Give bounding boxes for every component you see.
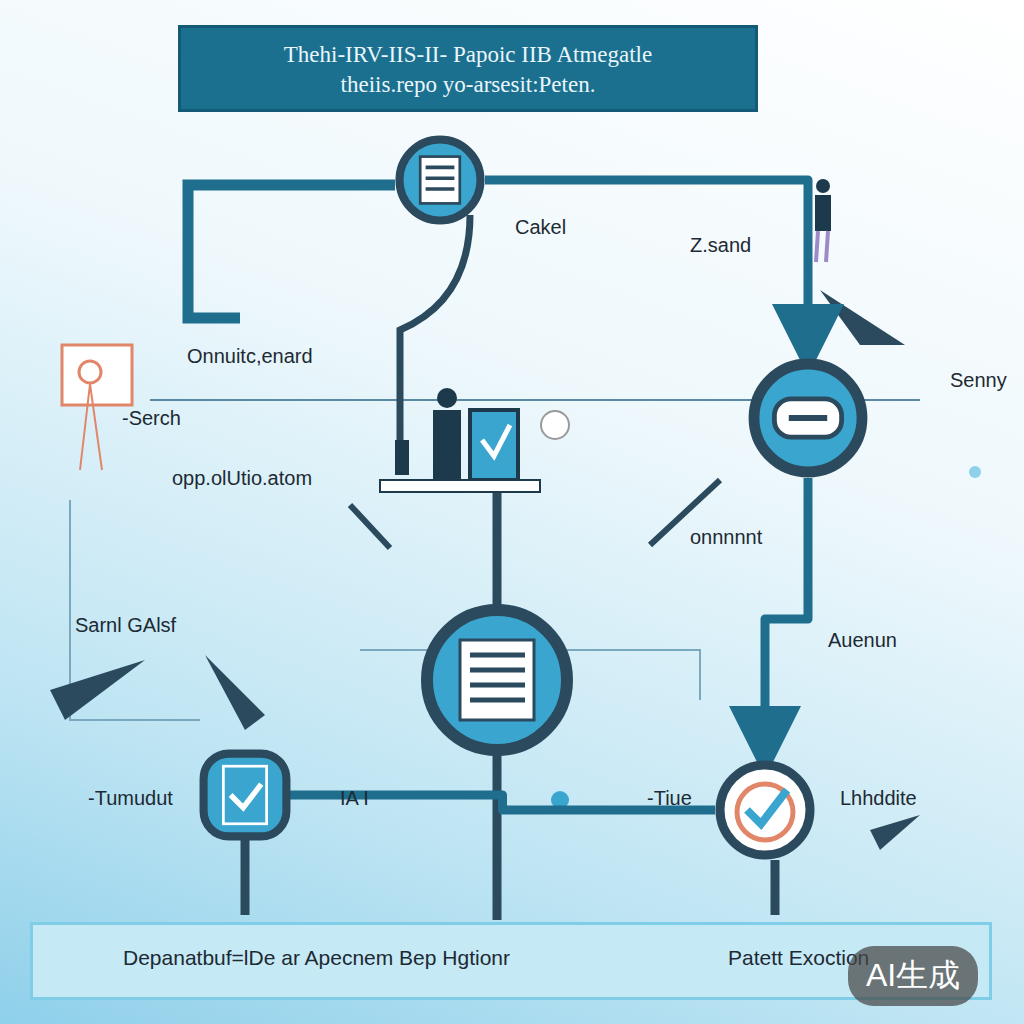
- clipboard-icon: [62, 345, 132, 405]
- figure-stroke: [80, 384, 102, 470]
- node-outline: [754, 364, 862, 472]
- diagram-title: Thehi-IRV-IIS-II- Papoic IIB Atmegatle t…: [178, 25, 758, 112]
- board: [470, 410, 518, 480]
- caption-text: Depanatbuf=lDe ar Apecnem Bep Hgtionr: [123, 946, 510, 970]
- wire: [245, 840, 775, 915]
- desk: [380, 480, 540, 492]
- wire: [188, 185, 395, 318]
- pointer-shape: [820, 290, 905, 345]
- ring: [737, 784, 793, 840]
- circle-outline: [715, 760, 815, 860]
- caption-band: Depanatbuf=lDe ar Apecnem Bep HgtionrPat…: [30, 922, 992, 1000]
- lamp: [541, 411, 569, 439]
- dot: [969, 466, 981, 478]
- watermark: AI生成: [848, 946, 978, 1006]
- check-mark: [231, 784, 262, 807]
- circle-outline: [748, 358, 868, 478]
- process-circle: Senny: [748, 358, 868, 478]
- node-label: -Tumudut: [88, 787, 173, 810]
- dot: [551, 791, 569, 809]
- document-lines: [470, 655, 525, 700]
- circle-outline: [200, 750, 290, 840]
- connector: [765, 478, 808, 760]
- node-label: Senny: [950, 369, 1007, 392]
- process-circle: -Tiue: [715, 760, 815, 860]
- node-outline: [400, 140, 481, 221]
- process-circle: Cakel: [395, 135, 485, 225]
- circle-outline: [395, 135, 485, 225]
- person-head: [437, 388, 457, 408]
- document-circle: [427, 610, 567, 750]
- text-label: opp.olUtio.atom: [172, 467, 312, 490]
- text-label: Sarnl GAlsf: [75, 614, 176, 637]
- text-label: Auenun: [828, 629, 897, 652]
- process-circle: -Tumudut: [200, 750, 290, 840]
- check-mark: [747, 790, 787, 824]
- list-lines: [426, 167, 455, 189]
- text-label: Onnuitc,enard: [187, 345, 313, 368]
- document-icon: [460, 640, 534, 720]
- text-label: -Serch: [122, 407, 181, 430]
- connector: [485, 180, 808, 358]
- text-label: Z.sand: [690, 234, 751, 257]
- text-label: IA I: [340, 787, 369, 810]
- clipboard-icon: [223, 766, 266, 824]
- node-outline: [720, 765, 810, 855]
- node-label: Cakel: [515, 216, 566, 239]
- scan-icon: [774, 399, 841, 437]
- person-legs: [816, 231, 828, 262]
- stroke: [350, 505, 390, 548]
- pointer-shape: [870, 815, 920, 850]
- text-label: Lhhddite: [840, 787, 917, 810]
- person: [395, 440, 409, 475]
- clipboard-icon: [79, 361, 101, 383]
- person: [433, 410, 461, 480]
- pointer-shape: [50, 660, 145, 720]
- person-head: [816, 179, 830, 193]
- person: [815, 195, 831, 231]
- pointer-shape: [205, 655, 265, 730]
- list-icon: [420, 157, 460, 204]
- node-label: -Tiue: [647, 787, 692, 810]
- node-outline: [204, 754, 287, 837]
- check-mark: [482, 425, 510, 456]
- text-label: onnnnnt: [690, 526, 762, 549]
- scan-line: [789, 415, 827, 421]
